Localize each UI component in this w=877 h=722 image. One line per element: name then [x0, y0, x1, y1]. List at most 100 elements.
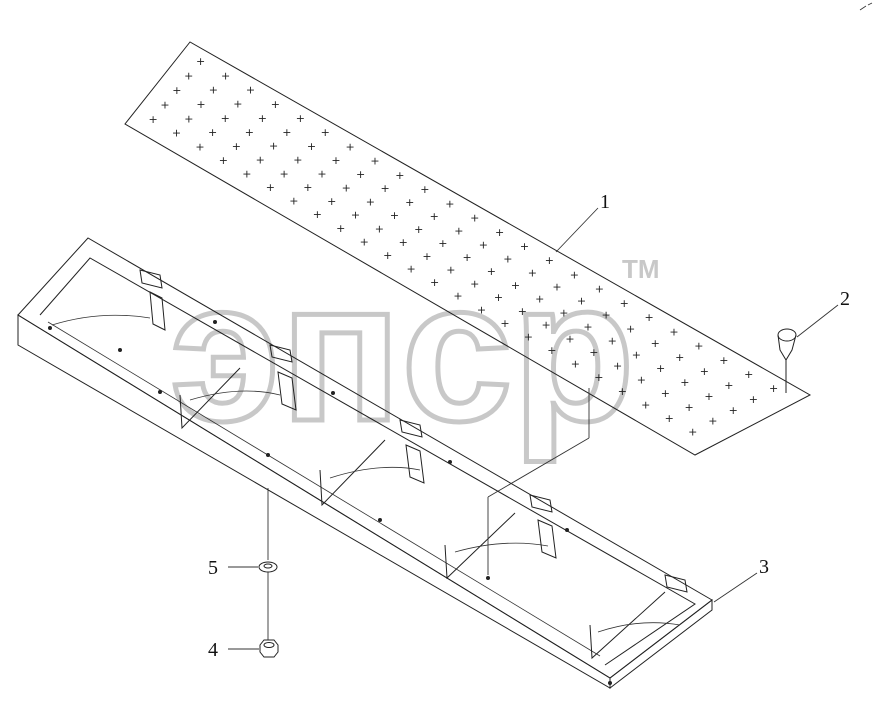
perforation-hole: +	[336, 222, 345, 235]
perforation-hole: +	[422, 250, 431, 263]
perforation-hole: +	[221, 112, 230, 125]
perforation-hole: +	[399, 236, 408, 249]
perforation-hole: +	[430, 276, 439, 289]
perforation-hole: +	[258, 112, 267, 125]
perforation-hole: +	[684, 401, 693, 414]
perforation-hole: +	[594, 371, 603, 384]
perforation-hole: +	[661, 387, 670, 400]
perforation-hole: +	[242, 168, 251, 181]
perforated-cover-plate: + + + + + + + + + + + + + + + + + + + + + + + + + + + + + + + + + + + + + + + +…	[124, 41, 812, 456]
perforation-hole: +	[583, 321, 592, 334]
perforation-hole: +	[518, 305, 527, 318]
perforation-hole: +	[618, 385, 627, 398]
perforation-hole: +	[708, 415, 717, 428]
callout-2: 2	[840, 288, 850, 310]
perforation-hole: +	[317, 168, 326, 181]
perforation-hole: +	[669, 325, 678, 338]
perforation-hole: +	[571, 358, 580, 371]
perforation-hole: +	[293, 154, 302, 167]
perforation-hole: +	[500, 317, 509, 330]
perforation-hole: +	[644, 311, 653, 324]
perforation-hole: +	[307, 140, 316, 153]
perforation-hole: +	[453, 290, 462, 303]
perforation-hole: +	[577, 295, 586, 308]
perforation-hole: +	[601, 309, 610, 322]
perforation-hole: +	[589, 346, 598, 359]
perforation-hole: +	[148, 113, 157, 126]
perforation-hole: +	[719, 354, 728, 367]
perforation-hole: +	[266, 181, 275, 194]
perforation-hole: +	[511, 279, 520, 292]
perforation-hole: +	[269, 140, 278, 153]
perforation-hole: +	[626, 323, 635, 336]
corner-mark	[859, 2, 873, 11]
perforation-hole: +	[414, 223, 423, 236]
perforation-hole: +	[172, 84, 181, 97]
perforation-hole: +	[565, 332, 574, 345]
perforation-hole: +	[342, 181, 351, 194]
perforation-hole: +	[356, 168, 365, 181]
perforation-hole: +	[390, 209, 399, 222]
watermark-logo: эпср TM	[168, 238, 660, 466]
perforation-hole: +	[370, 155, 379, 168]
perforation-hole: +	[749, 393, 758, 406]
perforation-hole: +	[196, 55, 205, 68]
perforation-hole: +	[366, 195, 375, 208]
perforation-hole: +	[406, 263, 415, 276]
perforation-hole: +	[327, 195, 336, 208]
perforation-hole: +	[656, 362, 665, 375]
perforation-hole: +	[487, 265, 496, 278]
assembly-lines	[267, 388, 590, 640]
perforation-hole: +	[321, 126, 330, 139]
perforation-hole: +	[479, 238, 488, 251]
perforation-hole: +	[296, 112, 305, 125]
perforation-hole: +	[209, 84, 218, 97]
perforation-hole: +	[221, 69, 230, 82]
perforation-hole: +	[256, 154, 265, 167]
perforation-hole: +	[495, 226, 504, 239]
perforation-hole: +	[383, 249, 392, 262]
perforation-hole: +	[570, 268, 579, 281]
callout-4: 4	[208, 639, 218, 661]
perforation-hole: +	[271, 98, 280, 111]
perforation-hole: +	[688, 426, 697, 439]
callout-1: 1	[600, 191, 610, 213]
perforation-hole: +	[279, 167, 288, 180]
perforation-hole: +	[632, 348, 641, 361]
perforation-hole: +	[405, 196, 414, 209]
perforation-hole: +	[595, 283, 604, 296]
perforation-hole: +	[380, 182, 389, 195]
perforation-hole: +	[547, 344, 556, 357]
perforation-hole: +	[744, 368, 753, 381]
perforation-hole: +	[345, 140, 354, 153]
perforation-hole: +	[184, 70, 193, 83]
perforation-hole: +	[195, 140, 204, 153]
perforation-hole: +	[704, 390, 713, 403]
perforation-hole: +	[430, 210, 439, 223]
perforation-hole: +	[524, 331, 533, 344]
perforation-hole: +	[351, 209, 360, 222]
bolt	[777, 328, 797, 393]
perforation-hole: +	[675, 351, 684, 364]
perforation-hole: +	[445, 197, 454, 210]
perforation-hole: +	[665, 412, 674, 425]
perforation-hole: +	[462, 251, 471, 264]
perforation-hole: +	[446, 264, 455, 277]
perforation-hole: +	[559, 307, 568, 320]
svg-text:эпср: эпср	[170, 240, 635, 463]
plate-holes: + + + + + + + + + + + + + + + + + + + + + + + + + + + + + + + + + + + + + + + +…	[148, 55, 778, 439]
perforation-hole: +	[245, 126, 254, 139]
perforation-hole: +	[246, 84, 255, 97]
perforation-hole: +	[694, 340, 703, 353]
perforation-hole: +	[282, 126, 291, 139]
perforation-hole: +	[769, 382, 778, 395]
perforation-hole: +	[208, 126, 217, 139]
perforation-hole: +	[700, 365, 709, 378]
perforation-hole: +	[196, 98, 205, 111]
perforation-hole: +	[233, 98, 242, 111]
callout-3: 3	[759, 556, 769, 578]
perforation-hole: +	[470, 277, 479, 290]
perforation-hole: +	[503, 252, 512, 265]
perforation-hole: +	[313, 208, 322, 221]
